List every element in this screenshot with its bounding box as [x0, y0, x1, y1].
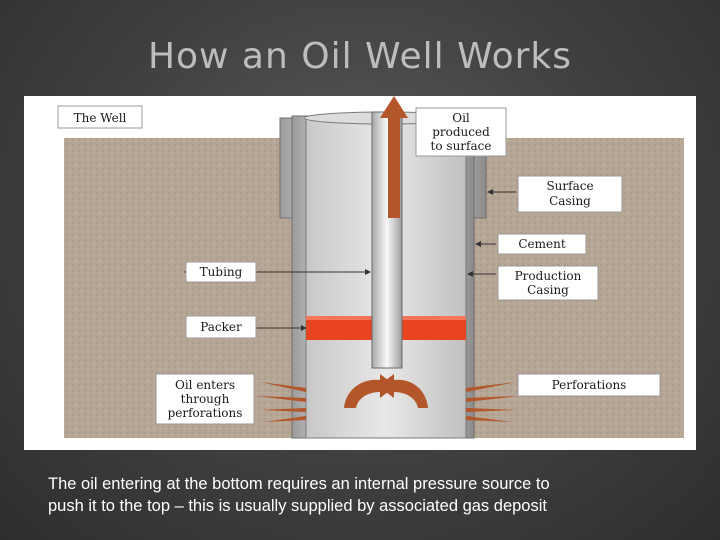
svg-text:Tubing: Tubing [200, 265, 243, 279]
svg-text:Cement: Cement [518, 237, 565, 251]
label-the-well: The Well [57, 105, 143, 129]
label-surface-casing: Surface Casing [517, 175, 623, 213]
perforations-left [256, 382, 306, 422]
svg-text:produced: produced [432, 125, 490, 139]
perforations-right [466, 382, 520, 422]
svg-text:The Well: The Well [74, 111, 127, 125]
svg-text:Production: Production [515, 269, 582, 283]
oil-flow-arrows [344, 374, 428, 408]
svg-text:Perforations: Perforations [552, 378, 627, 392]
slide-caption: The oil entering at the bottom requires … [48, 473, 688, 517]
label-oil-enters: Oil enters through perforations [155, 373, 255, 425]
svg-text:Surface: Surface [546, 179, 593, 193]
slide-title: How an Oil Well Works [147, 36, 573, 77]
svg-text:perforations: perforations [168, 406, 243, 420]
svg-text:Oil enters: Oil enters [175, 378, 235, 392]
caption-line-1: The oil entering at the bottom requires … [48, 475, 550, 493]
label-perforations: Perforations [517, 373, 661, 397]
svg-text:to surface: to surface [431, 139, 492, 153]
svg-text:Packer: Packer [200, 320, 242, 334]
label-oil-produced: Oil produced to surface [415, 107, 507, 157]
caption-line-2: push it to the top – this is usually sup… [48, 497, 547, 515]
label-cement: Cement [497, 233, 587, 255]
svg-text:Casing: Casing [549, 194, 591, 208]
svg-text:through: through [181, 392, 230, 406]
oil-up-arrow [380, 96, 408, 218]
label-packer: Packer [185, 315, 257, 339]
label-tubing: Tubing [185, 261, 257, 283]
svg-text:Oil: Oil [452, 111, 470, 125]
svg-text:Casing: Casing [527, 283, 569, 297]
oil-well-diagram: The Well Oil produced to surface Surface… [24, 96, 696, 450]
label-production-casing: Production Casing [497, 265, 599, 301]
